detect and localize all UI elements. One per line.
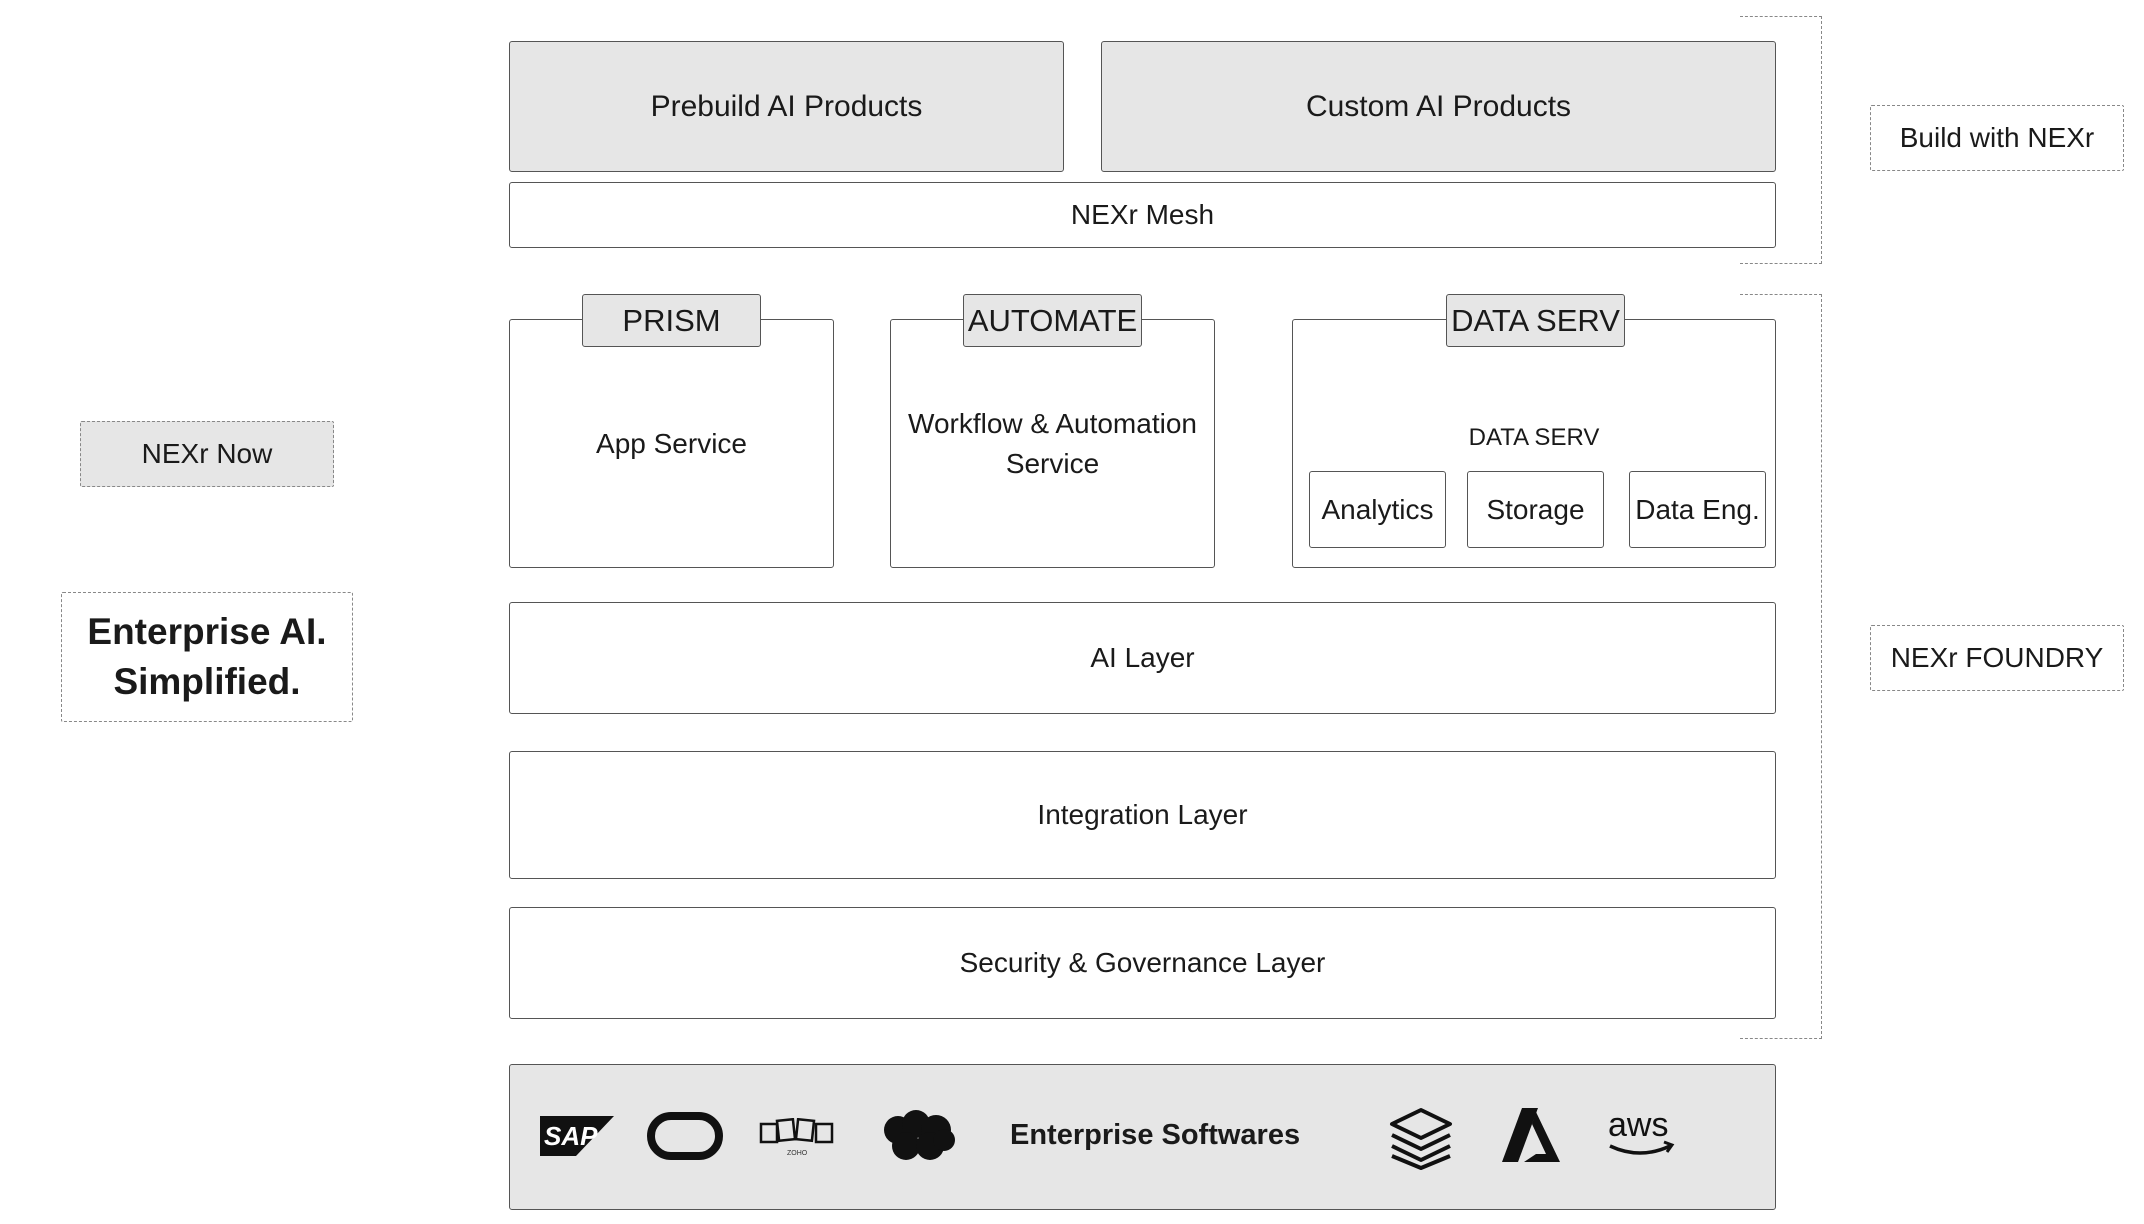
dataserv-body-label: DATA SERV: [1468, 424, 1600, 451]
data-eng-box: Data Eng.: [1629, 471, 1766, 548]
dataserv-tab-label: DATA SERV: [1451, 302, 1620, 338]
security-governance-layer-label: Security & Governance Layer: [959, 947, 1326, 978]
tagline-line-2: Simplified.: [113, 661, 301, 702]
prism-tab: PRISM: [582, 294, 761, 347]
integration-layer-box: Integration Layer: [509, 751, 1776, 879]
automate-service-box: Workflow & Automation Service: [890, 319, 1215, 568]
custom-ai-products-label: Custom AI Products: [1305, 89, 1572, 123]
nexr-mesh-label: NEXr Mesh: [1070, 199, 1215, 230]
build-with-nexr-label: Build with NEXr: [1870, 105, 2124, 171]
automate-body-line-1: Workflow & Automation: [908, 407, 1197, 439]
nexr-now-text: NEXr Now: [141, 438, 273, 469]
oracle-logo-icon: [647, 1112, 723, 1160]
custom-ai-products-box: Custom AI Products: [1101, 41, 1776, 172]
zoho-logo-text: ZOHO: [787, 1150, 808, 1157]
dataserv-tab: DATA SERV: [1446, 294, 1625, 347]
storage-box: Storage: [1467, 471, 1604, 548]
prism-service-box: App Service: [509, 319, 834, 568]
tagline-box: Enterprise AI. Simplified.: [61, 592, 353, 722]
analytics-label: Analytics: [1321, 493, 1434, 525]
ai-layer-box: AI Layer: [509, 602, 1776, 714]
app-service-label: App Service: [596, 427, 747, 459]
automate-tab: AUTOMATE: [963, 294, 1142, 347]
build-bracket: [1740, 16, 1822, 264]
aws-logo-icon: aws: [1608, 1106, 1675, 1155]
tagline-line-1: Enterprise AI.: [87, 611, 327, 652]
prism-tab-label: PRISM: [622, 302, 721, 338]
layers-logo-icon: [1390, 1108, 1452, 1170]
nexr-mesh-box: NEXr Mesh: [509, 182, 1776, 248]
enterprise-softwares-label: Enterprise Softwares: [1010, 1119, 1301, 1151]
integration-layer-label: Integration Layer: [1037, 799, 1248, 830]
nexr-now-label: NEXr Now: [80, 421, 334, 487]
aws-logo-text: aws: [1608, 1106, 1668, 1144]
sap-logo-icon: SAP: [540, 1116, 614, 1156]
security-governance-layer-box: Security & Governance Layer: [509, 907, 1776, 1019]
data-eng-label: Data Eng.: [1635, 493, 1760, 525]
azure-logo-icon: [1502, 1108, 1560, 1162]
foundry-bracket: [1740, 294, 1822, 1039]
nexr-foundry-text: NEXr FOUNDRY: [1890, 642, 2104, 673]
zoho-logo-icon: ZOHO: [759, 1118, 834, 1157]
salesforce-logo-icon: [884, 1110, 955, 1160]
prebuild-ai-products-label: Prebuild AI Products: [650, 89, 923, 123]
analytics-box: Analytics: [1309, 471, 1446, 548]
storage-label: Storage: [1486, 493, 1585, 525]
prebuild-ai-products-box: Prebuild AI Products: [509, 41, 1064, 172]
nexr-foundry-label: NEXr FOUNDRY: [1870, 625, 2124, 691]
automate-tab-label: AUTOMATE: [967, 302, 1138, 338]
build-with-nexr-text: Build with NEXr: [1899, 122, 2095, 153]
automate-body-line-2: Service: [1005, 447, 1100, 479]
sap-logo-text: SAP: [544, 1121, 598, 1151]
ai-layer-label: AI Layer: [1090, 642, 1195, 673]
